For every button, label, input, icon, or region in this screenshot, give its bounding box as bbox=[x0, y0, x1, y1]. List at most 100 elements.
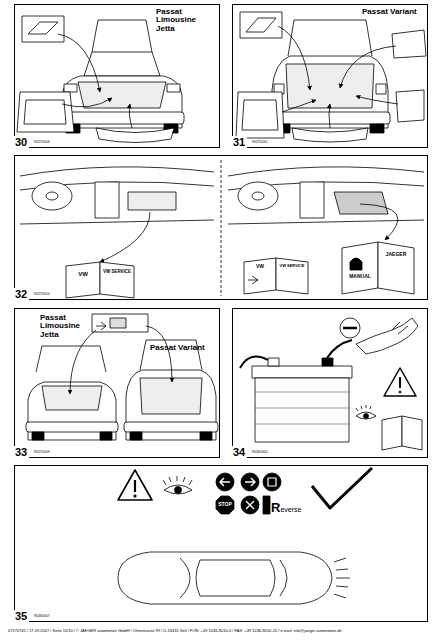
estate-rear-view bbox=[124, 340, 218, 440]
sedan-rear-view bbox=[84, 52, 160, 76]
light-rays bbox=[334, 558, 350, 598]
check-mark bbox=[312, 468, 372, 508]
accessory-inset bbox=[246, 18, 276, 32]
battery bbox=[327, 340, 352, 358]
warning-symbol bbox=[118, 470, 152, 500]
dashboard-interior bbox=[300, 182, 324, 218]
dashboard-interior bbox=[20, 167, 214, 176]
eye-symbol bbox=[364, 414, 369, 419]
figure-code: 90270003 bbox=[34, 141, 50, 145]
sedan-rear-view bbox=[60, 112, 184, 124]
pointer-arrow bbox=[282, 100, 316, 112]
accessory-inset bbox=[236, 92, 284, 138]
info-sticker bbox=[96, 322, 106, 330]
estate-rear-view bbox=[270, 112, 390, 124]
sedan-rear-view bbox=[167, 84, 180, 92]
figure-number: 34 bbox=[232, 446, 247, 458]
divider-line bbox=[221, 160, 222, 296]
sedan-rear-view bbox=[100, 432, 112, 440]
hand bbox=[392, 322, 408, 334]
owner-manual bbox=[378, 242, 414, 294]
battery bbox=[322, 358, 333, 366]
eye-symbol bbox=[175, 487, 182, 494]
indicator-icon bbox=[263, 473, 281, 491]
minus-symbol bbox=[340, 318, 360, 338]
minus-symbol bbox=[343, 327, 357, 330]
owner-manual bbox=[276, 258, 308, 294]
figure-code: 90260007 bbox=[34, 615, 50, 619]
indicator-icon bbox=[220, 478, 230, 486]
divider-line bbox=[221, 160, 222, 296]
pointer-arrow bbox=[58, 34, 100, 92]
accessory-inset bbox=[236, 12, 426, 142]
check-mark bbox=[312, 468, 372, 508]
accessory-inset bbox=[17, 16, 174, 143]
warning-symbol bbox=[399, 391, 401, 393]
reverse-label: Reverse bbox=[271, 501, 301, 515]
book-title: VW SERVICE bbox=[278, 264, 306, 268]
pointer-arrow bbox=[62, 98, 112, 107]
pointer-arrow bbox=[100, 212, 150, 262]
sedan-rear-view bbox=[60, 20, 184, 133]
eye-symbol bbox=[164, 485, 192, 494]
estate-rear-view bbox=[286, 64, 374, 108]
sedan-rear-view bbox=[36, 346, 106, 372]
eye-symbol bbox=[356, 412, 376, 419]
figure-number: 32 bbox=[14, 288, 29, 300]
indicator-icon bbox=[263, 496, 270, 514]
eye-symbol bbox=[163, 476, 192, 494]
pointer-arrow bbox=[329, 104, 330, 128]
figure-panel: 31 bbox=[232, 4, 428, 148]
pointer-arrow bbox=[129, 104, 132, 128]
accessory-inset bbox=[242, 100, 278, 130]
model-name: Passat Limousine Jetta bbox=[40, 314, 88, 339]
accessory-inset bbox=[292, 128, 368, 142]
dashboard-interior bbox=[228, 220, 424, 224]
estate-rear-view bbox=[270, 20, 390, 133]
figure-panel: 35 bbox=[14, 465, 428, 622]
dashboard-interior bbox=[252, 192, 264, 200]
owner-manual bbox=[350, 258, 362, 270]
owner-manual bbox=[66, 242, 414, 298]
indicator-icon bbox=[245, 478, 255, 486]
owner-manual bbox=[382, 416, 402, 450]
accessory-inset bbox=[22, 16, 64, 42]
figure-number: 31 bbox=[232, 136, 247, 148]
accessory-inset bbox=[28, 22, 58, 34]
hand bbox=[356, 318, 418, 354]
pointer-arrow bbox=[356, 96, 398, 104]
eye-symbol bbox=[356, 405, 371, 411]
battery bbox=[240, 340, 352, 442]
pointer-arrow bbox=[146, 326, 172, 382]
indicator-icon bbox=[216, 496, 234, 514]
figure-code: 90260002 bbox=[252, 451, 268, 455]
light-rays bbox=[334, 558, 350, 598]
owner-manual bbox=[382, 416, 422, 450]
car-top-view bbox=[180, 558, 190, 598]
sedan-rear-view bbox=[26, 346, 118, 440]
pointer-arrow bbox=[278, 26, 310, 90]
pointer-arrow bbox=[70, 330, 96, 394]
battery bbox=[240, 356, 268, 368]
sedan-rear-view bbox=[92, 20, 152, 52]
indicator-icon bbox=[216, 473, 234, 491]
dashboard-interior bbox=[95, 182, 119, 218]
book-title: JAEGER bbox=[380, 252, 412, 257]
figure-panel: 30 bbox=[14, 4, 220, 148]
dashboard-interior bbox=[46, 192, 58, 200]
info-sticker bbox=[92, 314, 148, 332]
owner-manual bbox=[100, 262, 134, 298]
dashboard-interior bbox=[32, 182, 72, 210]
estate-rear-view bbox=[376, 84, 386, 94]
model-name: Passat Variant bbox=[362, 8, 426, 16]
indicator-icon bbox=[268, 478, 276, 486]
battery bbox=[255, 378, 349, 442]
figure-code: 90270010 bbox=[34, 293, 50, 297]
accessory-inset bbox=[392, 30, 426, 58]
eye-symbol bbox=[163, 476, 192, 485]
dashboard-interior bbox=[228, 167, 424, 176]
accessory-inset bbox=[396, 90, 424, 122]
car-top-view bbox=[118, 552, 332, 604]
pointer-arrow bbox=[70, 326, 172, 394]
